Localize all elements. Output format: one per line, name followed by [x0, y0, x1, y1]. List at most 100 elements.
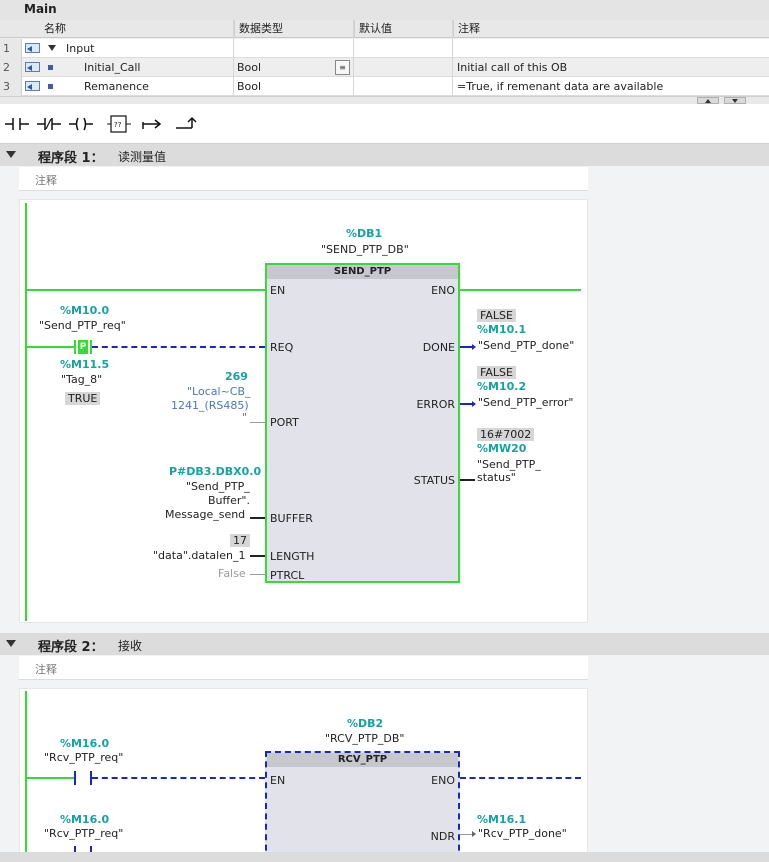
table-row[interactable]: 3 Remanence Bool =True, if remenant data…: [0, 77, 769, 96]
pin-port[interactable]: PORT: [270, 416, 299, 429]
row-datatype[interactable]: Bool: [237, 80, 262, 93]
collapse-network-icon[interactable]: [6, 640, 16, 647]
buffer-tag-line1[interactable]: "Send_PTP_: [186, 480, 250, 493]
interface-table: Main 名称 数据类型 默认值 注释 1 Input 2 Initial_Ca…: [0, 0, 769, 104]
ndr-address: %M16.1: [477, 813, 527, 826]
network-2-ladder: %DB2 "RCV_PTP_DB" RCV_PTP EN ENO NDR %M1…: [19, 688, 588, 861]
buffer-tag-line2[interactable]: Buffer".: [208, 494, 250, 507]
table-row[interactable]: 2 Initial_Call Bool ≡ Initial call of th…: [0, 58, 769, 77]
column-divider: [452, 20, 453, 98]
row-comment[interactable]: =True, if remenant data are available: [457, 80, 664, 93]
instance-db-address: %DB2: [347, 717, 384, 730]
input-section-icon: [25, 43, 40, 53]
edge-memory-address: %M11.5: [60, 358, 110, 371]
instance-db-address: %DB1: [346, 227, 383, 240]
ndr-arrow-icon: [472, 831, 476, 837]
pin-eno[interactable]: ENO: [431, 774, 455, 787]
row-name[interactable]: Input: [66, 42, 95, 55]
header-name[interactable]: 名称: [44, 22, 66, 35]
pin-en[interactable]: EN: [270, 774, 286, 787]
network-2-header[interactable]: 程序段 2： 接收: [0, 633, 769, 655]
buffer-pointer: P#DB3.DBX0.0: [169, 465, 262, 478]
done-tag[interactable]: "Send_PTP_done": [478, 339, 575, 352]
row-comment[interactable]: Initial call of this OB: [457, 61, 568, 74]
header-comment[interactable]: 注释: [453, 20, 769, 38]
en-tag[interactable]: "Rcv_PTP_req": [44, 751, 124, 764]
instance-db-name[interactable]: "SEND_PTP_DB": [321, 243, 409, 256]
buffer-tag-line3[interactable]: Message_send: [165, 508, 246, 521]
port-value: 269: [225, 370, 248, 383]
status-tag-line1[interactable]: "Send_PTP_: [477, 458, 541, 471]
pin-done[interactable]: DONE: [422, 341, 455, 354]
buffer-connection: [250, 517, 265, 519]
en-address: %M16.0: [60, 737, 110, 750]
comment-placeholder: 注释: [35, 174, 57, 187]
empty-box-icon[interactable]: ??: [106, 113, 132, 135]
port-tag-line2[interactable]: 1241_(RS485): [171, 399, 249, 412]
header-datatype[interactable]: 数据类型: [234, 20, 354, 38]
en-feed: [27, 777, 76, 779]
normally-open-contact[interactable]: [74, 771, 92, 785]
datatype-picker-icon[interactable]: ≡: [335, 60, 350, 75]
status-tag-line2[interactable]: status": [477, 471, 516, 484]
row-number: 3: [0, 77, 22, 96]
network-1-comment[interactable]: 注释: [19, 167, 588, 191]
assignment-coil-icon[interactable]: [68, 113, 94, 135]
block-title-bar: Main: [0, 0, 769, 20]
block-name: SEND_PTP: [267, 265, 458, 279]
scroll-down-icon[interactable]: [724, 97, 746, 104]
error-tag[interactable]: "Send_PTP_error": [478, 396, 574, 409]
status-address: %MW20: [477, 442, 527, 455]
port-tag-line3[interactable]: ": [242, 411, 248, 424]
pin-error[interactable]: ERROR: [416, 398, 455, 411]
table-header: 名称 数据类型 默认值 注释: [0, 20, 769, 38]
rcv-ptp-block[interactable]: RCV_PTP EN ENO NDR: [265, 751, 460, 861]
horizontal-scrollbar[interactable]: [0, 852, 769, 862]
req-connection: [92, 346, 265, 348]
en2-address: %M16.0: [60, 813, 110, 826]
instance-db-name[interactable]: "RCV_PTP_DB": [325, 732, 405, 745]
edge-memory-tag[interactable]: "Tag_8": [61, 373, 103, 386]
ptrcl-connection: [250, 574, 265, 575]
port-tag-line1[interactable]: "Local~CB_: [187, 385, 251, 398]
row-name[interactable]: Remanence: [84, 80, 149, 93]
pin-ndr[interactable]: NDR: [430, 830, 455, 843]
pin-ptrcl[interactable]: PTRCL: [270, 569, 305, 582]
close-branch-icon[interactable]: [174, 113, 200, 135]
scroll-up-icon[interactable]: [697, 97, 719, 104]
positive-edge-contact[interactable]: P: [74, 340, 92, 354]
req-tag[interactable]: "Send_PTP_req": [39, 319, 126, 332]
edge-memory-value: TRUE: [65, 392, 101, 405]
pin-en[interactable]: EN: [270, 284, 286, 297]
network-2-comment[interactable]: 注释: [19, 656, 588, 680]
row-datatype[interactable]: Bool: [237, 61, 262, 74]
length-tag[interactable]: "data".datalen_1: [153, 549, 246, 562]
pin-status[interactable]: STATUS: [413, 474, 455, 487]
pin-eno[interactable]: ENO: [431, 284, 455, 297]
collapse-network-icon[interactable]: [6, 151, 16, 158]
table-splitter[interactable]: [0, 96, 769, 104]
en-connection: [27, 289, 265, 291]
header-default[interactable]: 默认值: [354, 20, 453, 38]
network-1-title[interactable]: 读测量值: [118, 150, 167, 164]
network-1-header[interactable]: 程序段 1： 读测量值: [0, 144, 769, 166]
normally-open-contact-icon[interactable]: [4, 113, 30, 135]
pin-buffer[interactable]: BUFFER: [270, 512, 313, 525]
positive-edge-contact[interactable]: [74, 846, 92, 853]
ndr-tag[interactable]: "Rcv_PTP_done": [478, 827, 567, 840]
pin-req[interactable]: REQ: [270, 341, 294, 354]
row-name[interactable]: Initial_Call: [84, 61, 141, 74]
open-branch-icon[interactable]: [140, 113, 166, 135]
table-row[interactable]: 1 Input: [0, 39, 769, 58]
ptrcl-value[interactable]: False: [218, 567, 246, 580]
normally-closed-contact-icon[interactable]: [36, 113, 62, 135]
network-1-ladder: %DB1 "SEND_PTP_DB" SEND_PTP EN REQ PORT …: [19, 199, 588, 623]
row-number: 1: [0, 39, 22, 58]
req-address: %M10.0: [60, 304, 110, 317]
eno-connection: [460, 777, 581, 779]
expand-icon[interactable]: [48, 45, 56, 51]
en2-tag[interactable]: "Rcv_PTP_req": [44, 827, 124, 840]
send-ptp-block[interactable]: SEND_PTP EN REQ PORT BUFFER LENGTH PTRCL…: [265, 263, 460, 583]
network-2-title[interactable]: 接收: [118, 639, 143, 653]
pin-length[interactable]: LENGTH: [270, 550, 315, 563]
